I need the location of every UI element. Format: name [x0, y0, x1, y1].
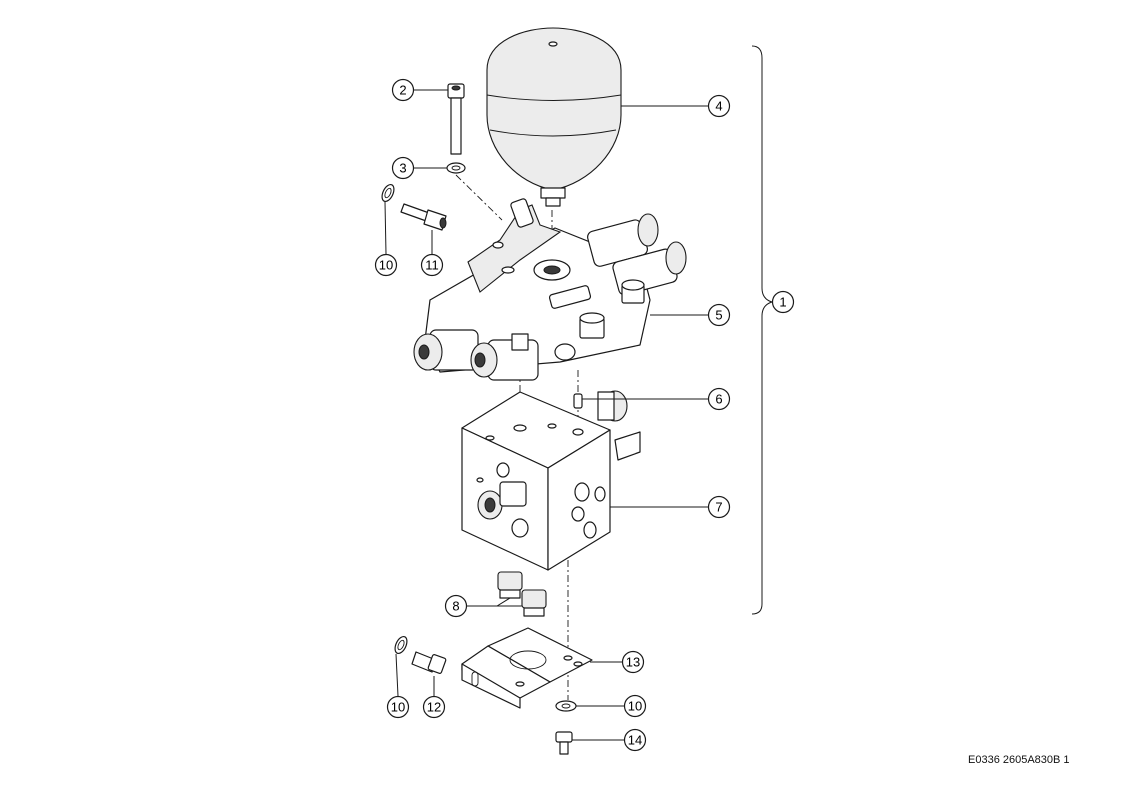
manifold-block: [461, 390, 641, 571]
callout-6: 6: [707, 387, 731, 411]
callout-10-top: 10: [374, 253, 398, 277]
washer-lower: [555, 700, 577, 712]
svg-text:1: 1: [779, 295, 786, 310]
reference-code: E0336 2605A830B 1: [968, 754, 1070, 766]
plugs: [497, 571, 547, 617]
svg-text:5: 5: [715, 308, 722, 323]
mounting-bracket: [461, 627, 593, 709]
accumulator-sphere: [486, 27, 622, 207]
directional-valve-block: [413, 198, 687, 381]
callout-2: 2: [391, 78, 415, 102]
o-ring-lower-left: [394, 635, 408, 655]
cap-screw-bracket: [411, 651, 447, 674]
svg-text:7: 7: [715, 500, 722, 515]
cap-screw-long: [447, 83, 465, 155]
callout-5: 5: [707, 303, 731, 327]
svg-text:2: 2: [399, 83, 406, 98]
svg-text:10: 10: [379, 258, 393, 273]
svg-text:6: 6: [715, 392, 722, 407]
callout-10-lower-left: 10: [386, 695, 410, 719]
callout-12: 12: [422, 695, 446, 719]
cap-screw-short: [400, 203, 447, 231]
assembly-bracket: [751, 45, 774, 615]
callout-10-lower-right: 10: [623, 694, 647, 718]
callout-4: 4: [707, 94, 731, 118]
svg-text:4: 4: [715, 99, 722, 114]
callout-13: 13: [621, 650, 645, 674]
hex-bolt: [555, 731, 573, 755]
callout-14: 14: [623, 728, 647, 752]
o-ring-top: [381, 183, 395, 203]
callout-8: 8: [444, 594, 468, 618]
svg-text:10: 10: [628, 699, 642, 714]
svg-text:10: 10: [391, 700, 405, 715]
svg-text:12: 12: [427, 700, 441, 715]
svg-text:13: 13: [626, 655, 640, 670]
callout-7: 7: [707, 495, 731, 519]
washer-small: [446, 162, 466, 174]
callout-11: 11: [420, 253, 444, 277]
svg-text:11: 11: [425, 258, 439, 273]
leader-lines: [384, 89, 708, 741]
svg-text:14: 14: [628, 733, 642, 748]
callout-1: 1: [771, 290, 795, 314]
svg-text:3: 3: [399, 161, 406, 176]
callout-3: 3: [391, 156, 415, 180]
svg-text:8: 8: [452, 599, 459, 614]
